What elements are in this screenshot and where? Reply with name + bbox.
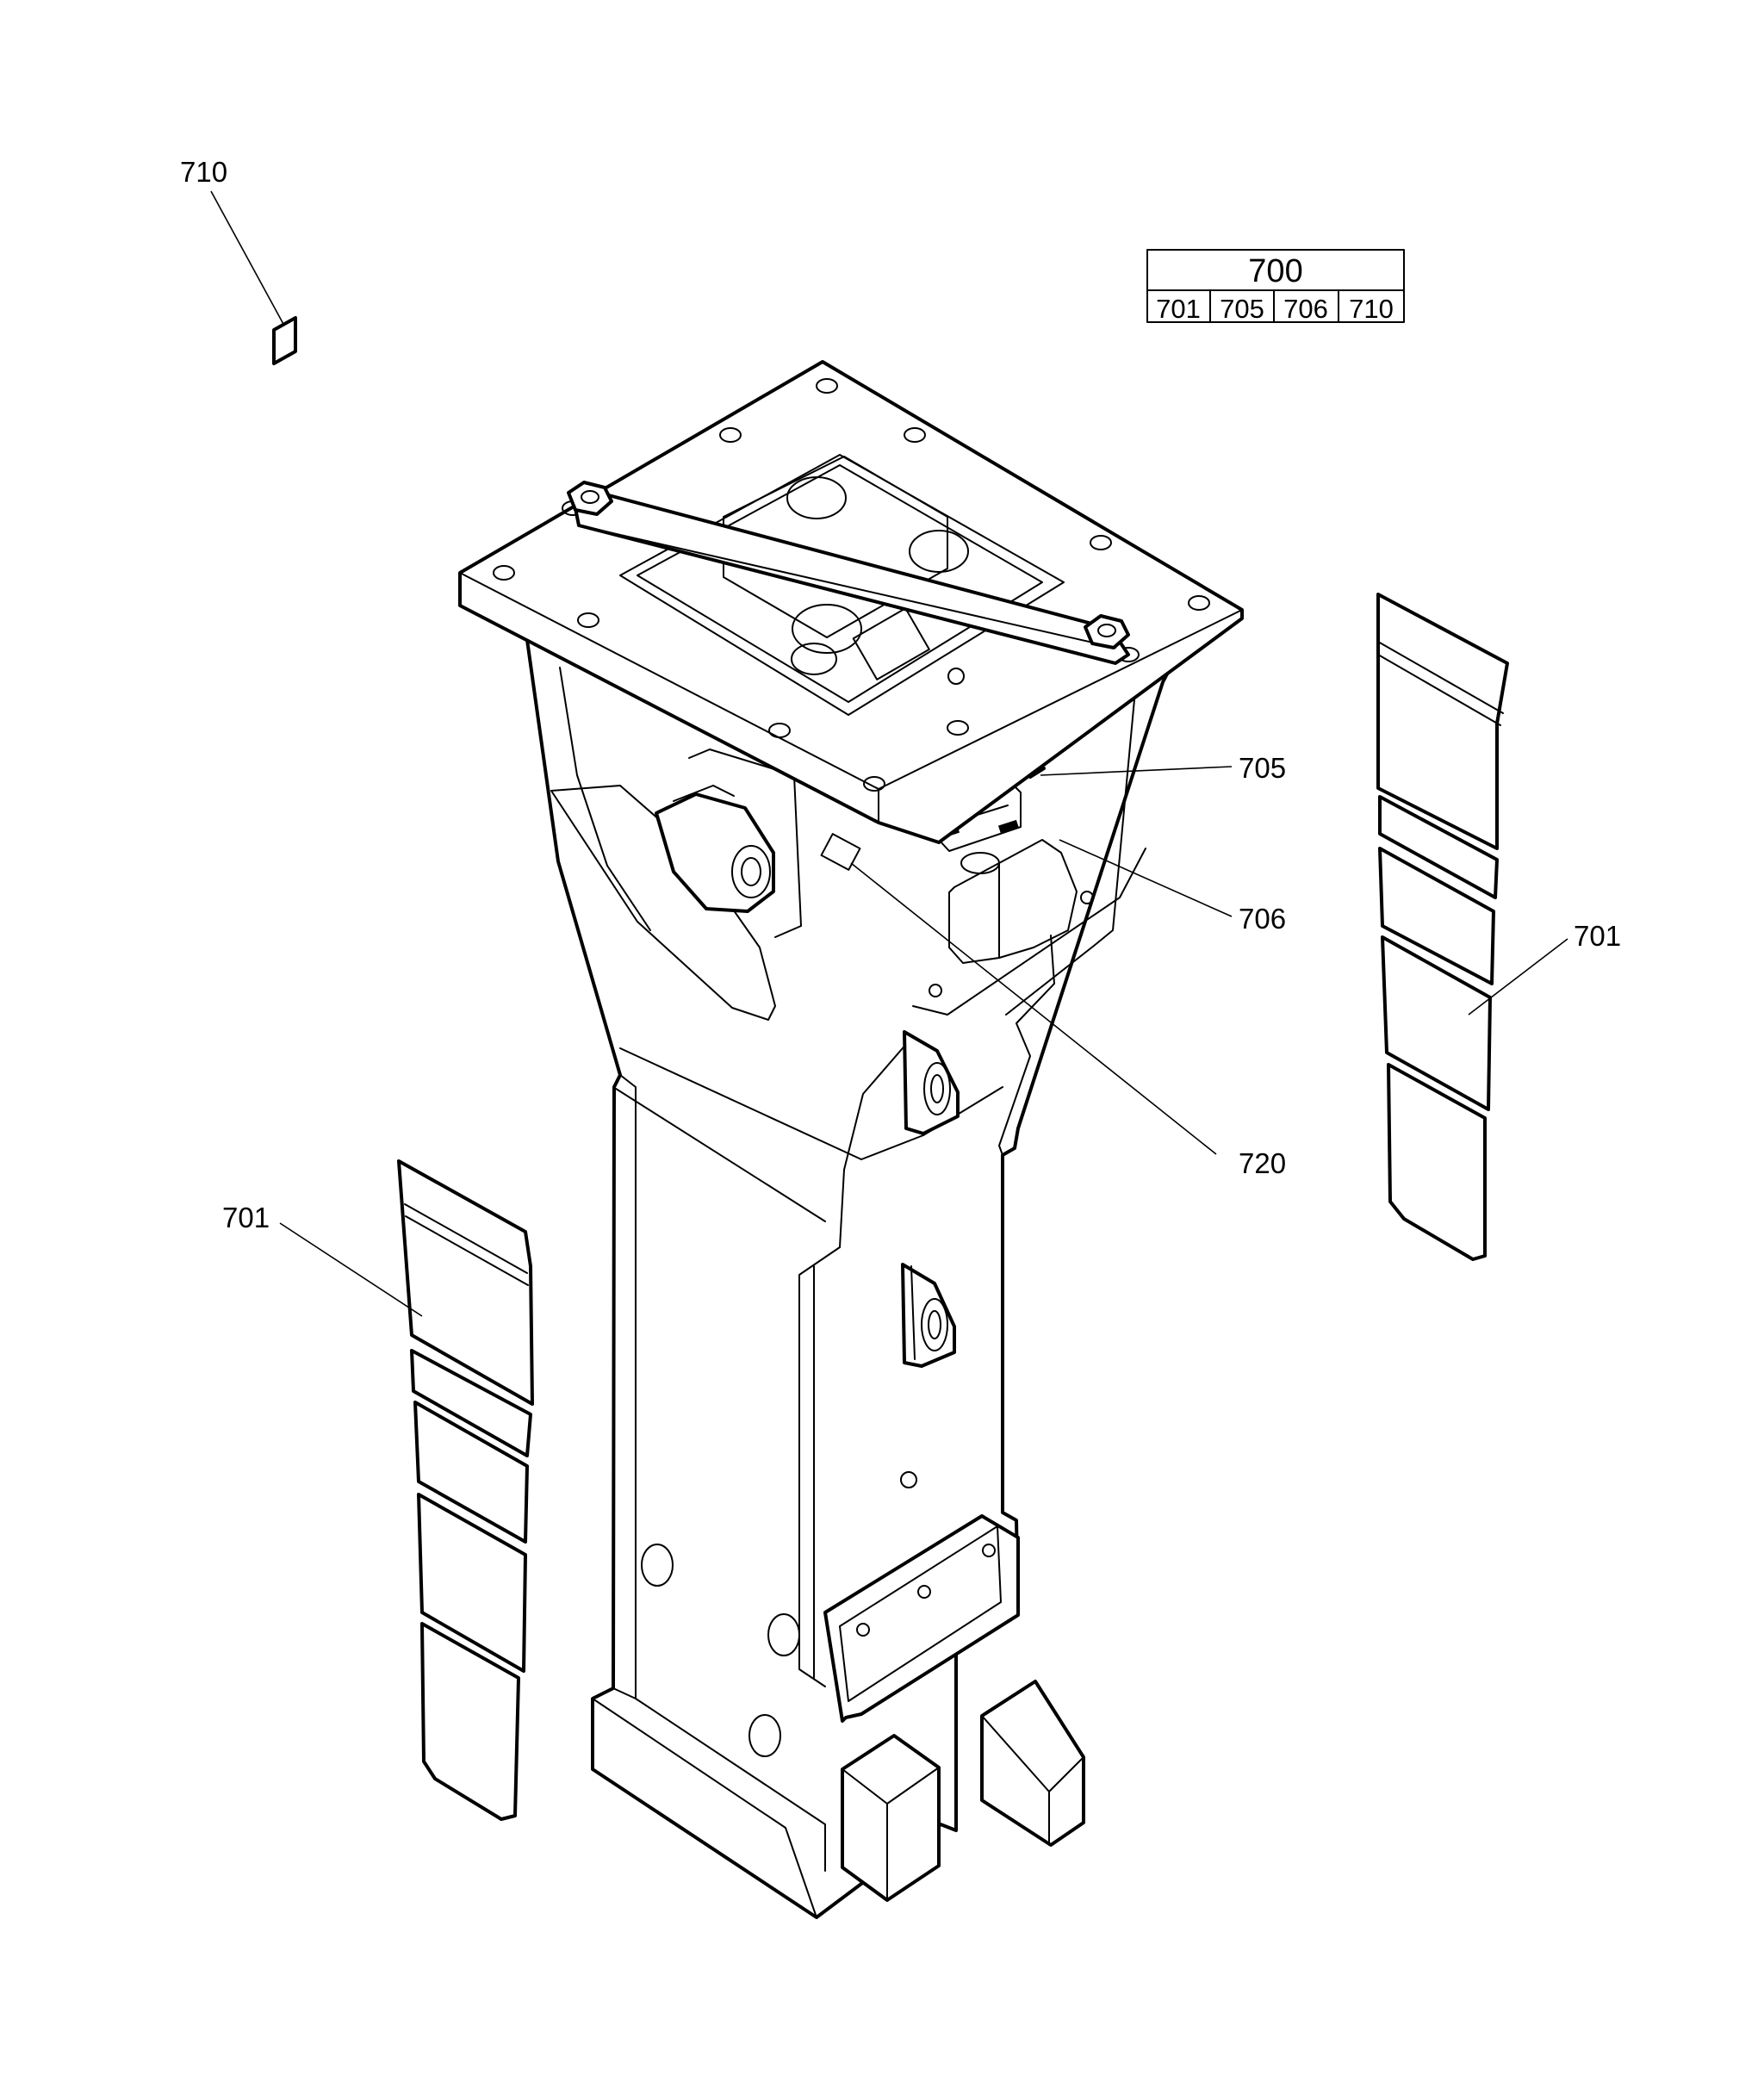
nut-left <box>567 481 613 516</box>
table-part-705: 705 <box>1220 294 1264 324</box>
breaker-housing <box>525 638 1173 1919</box>
part-701-decal-left: 701 <box>222 1159 534 1821</box>
callout-701-left: 701 <box>222 1202 270 1233</box>
hydraulic-fitting <box>655 749 802 938</box>
table-part-701: 701 <box>1156 294 1201 324</box>
table-part-706: 706 <box>1283 294 1328 324</box>
parts-reference-table: 700 701 705 706 710 <box>1146 249 1405 324</box>
part-710-label-decal: 710 <box>180 156 297 365</box>
callout-705: 705 <box>1239 752 1286 784</box>
callout-710: 710 <box>180 156 227 188</box>
callout-720: 720 <box>1239 1147 1286 1179</box>
hose-coupling-upper <box>903 1030 960 1135</box>
callout-706: 706 <box>1239 903 1286 935</box>
assembly-number: 700 <box>1248 253 1302 289</box>
table-part-710: 710 <box>1349 294 1394 324</box>
part-701-decal-right: 701 <box>1376 593 1621 1261</box>
hose-coupling-lower <box>901 1263 956 1368</box>
nut-right <box>1084 614 1130 649</box>
callouts-group: 705 706 720 <box>850 752 1286 1179</box>
callout-701-right: 701 <box>1574 920 1621 952</box>
top-mounting-plate <box>458 360 1244 844</box>
